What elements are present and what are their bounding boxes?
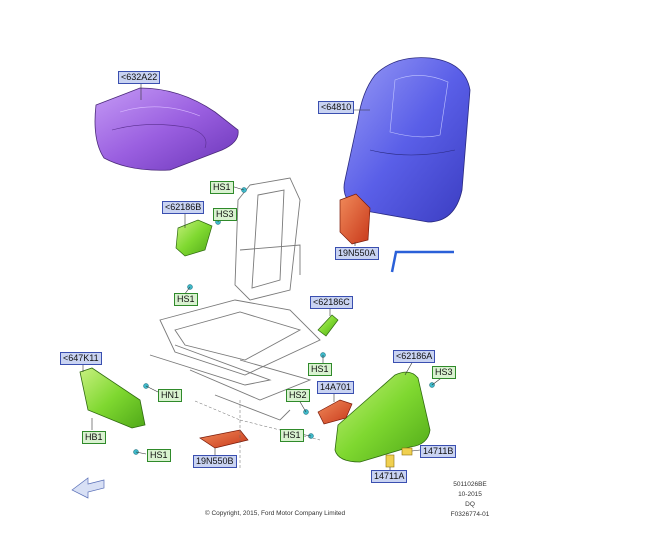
heater-19n550b xyxy=(199,429,249,449)
label-hs1-right: HS1 xyxy=(280,429,304,442)
label-62186c: <62186C xyxy=(310,296,353,309)
label-62186b: <62186B xyxy=(162,201,205,214)
label-hs3-left: HS3 xyxy=(213,208,237,221)
label-19n550b: 19N550B xyxy=(193,455,237,468)
label-14711b: 14711B xyxy=(420,445,457,458)
label-hs1-mid: HS1 xyxy=(308,363,332,376)
label-hb1: HB1 xyxy=(82,431,106,444)
label-hs1-bottom: HS1 xyxy=(147,449,171,462)
label-647k11: <647K11 xyxy=(60,352,102,365)
figure-id: F0326774-01 xyxy=(450,511,490,518)
label-hs1-left: HS1 xyxy=(174,293,198,306)
label-hs3-right: HS3 xyxy=(432,366,456,379)
seat-cushion-pad xyxy=(94,87,239,171)
label-14711a: 14711A xyxy=(371,470,408,483)
orientation-arrow-icon xyxy=(71,477,105,499)
label-14a701: 14A701 xyxy=(317,381,355,394)
label-64810: <64810 xyxy=(318,101,355,114)
trim-62186c xyxy=(317,314,339,337)
label-hs1-top: HS1 xyxy=(210,181,234,194)
doc-code: 5011026BE xyxy=(453,481,487,488)
heater-module-19n550a xyxy=(339,193,371,245)
switch-14711a xyxy=(385,454,395,468)
callout-arrow xyxy=(390,250,454,273)
doc-date: 10-2015 xyxy=(458,491,482,498)
motor-14a701 xyxy=(317,399,353,425)
label-hs2: HS2 xyxy=(286,389,310,402)
label-632a22: <632A22 xyxy=(118,71,161,84)
seat-frame xyxy=(149,177,321,421)
trim-62186a xyxy=(334,371,431,463)
label-62186a: <62186A xyxy=(393,350,436,363)
seatback-pad xyxy=(343,57,471,223)
side-shield-647k11 xyxy=(79,367,146,429)
copyright-text: © Copyright, 2015, Ford Motor Company Li… xyxy=(204,510,346,517)
label-19n550a: 19N550A xyxy=(335,247,379,260)
trim-62186b xyxy=(175,219,213,257)
doc-region: DQ xyxy=(465,501,475,508)
label-hn1: HN1 xyxy=(158,389,183,402)
switch-14711b xyxy=(401,447,413,456)
